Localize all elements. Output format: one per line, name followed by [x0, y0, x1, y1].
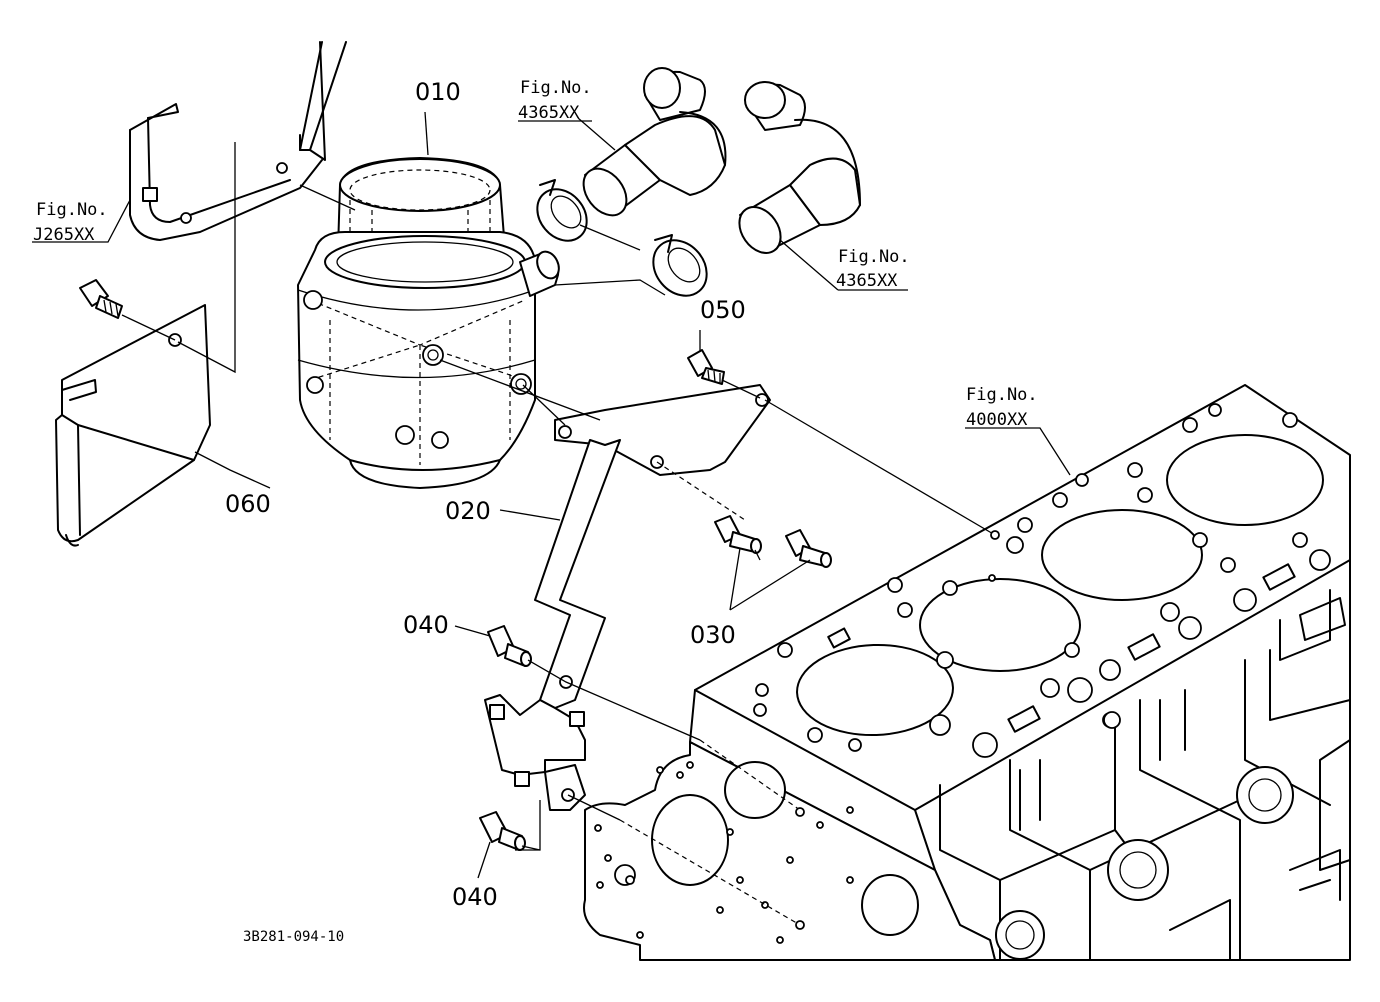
figref-hose-lower-label: Fig.No.	[838, 247, 910, 267]
leader-lines	[32, 111, 1071, 879]
hose-clamp-upper	[536, 179, 588, 242]
figref-block-number[interactable]: 4000XX	[966, 410, 1028, 430]
figref-bracket-number[interactable]: J265XX	[33, 225, 95, 245]
upper-hose	[582, 67, 727, 217]
part-label-030[interactable]: 030	[690, 621, 736, 649]
bolt-030-left	[714, 515, 762, 554]
bolt-040-upper	[487, 625, 532, 667]
upper-bracket	[129, 41, 347, 241]
figref-hose-upper-number[interactable]: 4365XX	[518, 103, 580, 123]
part-label-010[interactable]: 010	[415, 78, 461, 106]
figref-hose-upper-label: Fig.No.	[520, 78, 592, 98]
lower-hose	[738, 81, 861, 254]
figref-bracket-label: Fig.No.	[36, 200, 108, 220]
bolt-060	[79, 279, 123, 319]
bolt-040-lower	[479, 811, 526, 851]
mounting-bracket-020	[484, 384, 771, 851]
breather-separator	[297, 157, 560, 489]
gear-case-bolt-holes	[594, 761, 854, 944]
assembly-alignment-lines	[299, 184, 1000, 930]
part-label-040-upper[interactable]: 040	[403, 611, 449, 639]
hose-clamp-lower	[652, 234, 708, 297]
engine-block	[583, 384, 1351, 961]
figref-block-label: Fig.No.	[966, 385, 1038, 405]
bolt-030-right	[785, 529, 832, 568]
part-label-020[interactable]: 020	[445, 497, 491, 525]
part-label-040-lower[interactable]: 040	[452, 883, 498, 911]
part-label-060[interactable]: 060	[225, 490, 271, 518]
figref-hose-lower-number[interactable]: 4365XX	[836, 271, 898, 291]
heat-shield-plate	[55, 304, 211, 547]
bolt-050	[687, 349, 725, 385]
part-label-050[interactable]: 050	[700, 296, 746, 324]
drawing-code: 3B281-094-10	[243, 929, 344, 945]
